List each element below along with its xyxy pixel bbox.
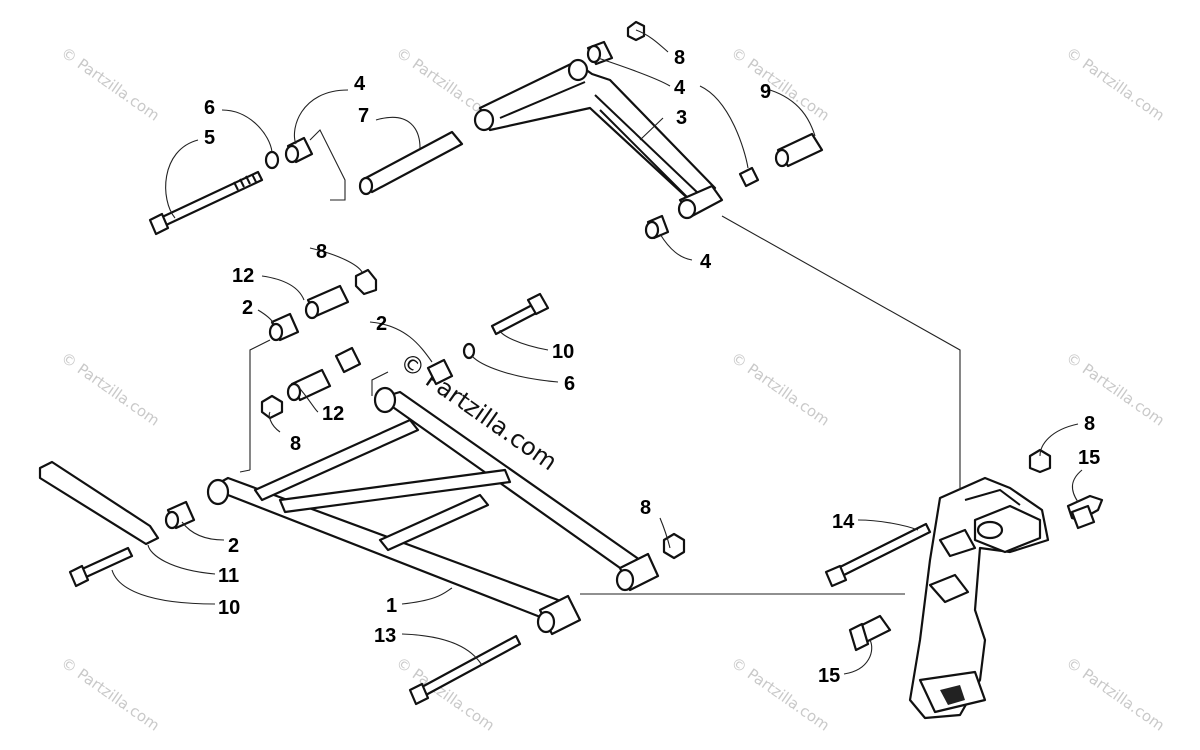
callout-knuckle-15a: 15 [1078, 447, 1100, 469]
callout-lower-8b: 8 [290, 433, 301, 455]
callout-upper-7: 7 [358, 105, 369, 127]
callout-lower-10b: 10 [218, 597, 240, 619]
watermark-5: © Partzilla.com [58, 349, 163, 430]
callout-lower-6: 6 [564, 373, 575, 395]
callout-upper-9: 9 [760, 81, 771, 103]
callout-upper-6: 6 [204, 97, 215, 119]
watermark-7: © Partzilla.com [1063, 349, 1168, 430]
callout-lower-8c: 8 [640, 497, 651, 519]
callouts-upper: 8 4 3 9 4 4 7 6 5 [204, 47, 771, 273]
upper-arm-hardware [148, 20, 824, 240]
callout-upper-5: 5 [204, 127, 215, 149]
callout-upper-3: 3 [676, 107, 687, 129]
callouts-knuckle: 8 15 14 15 [818, 413, 1100, 687]
callout-knuckle-14: 14 [832, 511, 855, 533]
callout-lower-2b: 2 [376, 313, 387, 335]
callout-lower-10a: 10 [552, 341, 574, 363]
callout-lower-1: 1 [386, 595, 397, 617]
upper-a-arm [473, 58, 724, 220]
watermark-1: © Partzilla.com [58, 44, 163, 125]
callout-upper-4b: 4 [700, 251, 712, 273]
callout-upper-4c: 4 [354, 73, 366, 95]
watermark-11: © Partzilla.com [1063, 654, 1168, 735]
callout-lower-2a: 2 [242, 297, 253, 319]
callouts-lower: 8 12 2 2 10 6 12 8 2 11 10 8 1 13 [218, 241, 651, 647]
callout-upper-8: 8 [674, 47, 685, 69]
watermark-4: © Partzilla.com [1063, 44, 1168, 125]
callout-knuckle-8: 8 [1084, 413, 1095, 435]
lower-a-arm [206, 386, 660, 636]
watermark-3: © Partzilla.com [728, 44, 833, 125]
callout-lower-12a: 12 [232, 265, 254, 287]
steering-knuckle [824, 448, 1104, 720]
callout-lower-11: 11 [218, 565, 239, 587]
watermark-8: © Partzilla.com [58, 654, 163, 735]
callout-lower-12b: 12 [322, 403, 344, 425]
callout-lower-13: 13 [374, 625, 396, 647]
watermark-group: © Partzilla.com © Partzilla.com © Partzi… [58, 44, 1168, 735]
leader-lines [111, 29, 1083, 675]
callout-upper-4a: 4 [674, 77, 686, 99]
callout-lower-8a: 8 [316, 241, 327, 263]
lower-arm-hardware [38, 268, 686, 706]
callout-knuckle-15b: 15 [818, 665, 840, 687]
callout-lower-2c: 2 [228, 535, 239, 557]
watermark-6: © Partzilla.com [728, 349, 833, 430]
